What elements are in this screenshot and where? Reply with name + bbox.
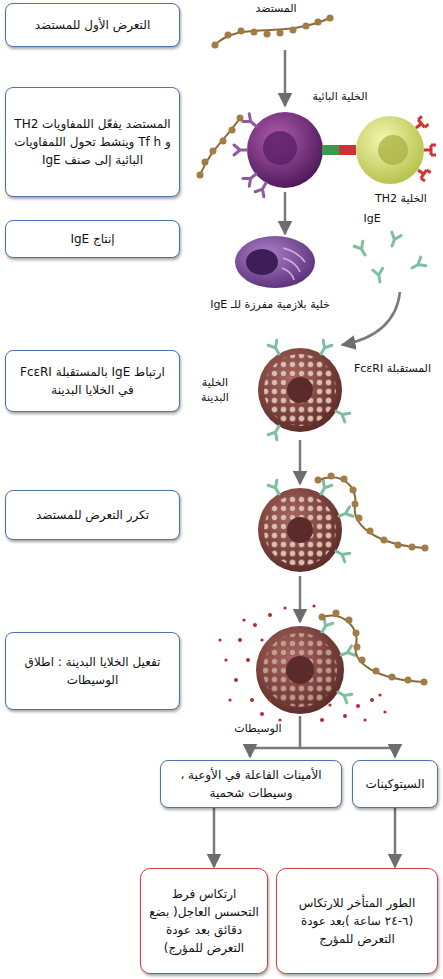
box-text: إنتاج IgE bbox=[70, 230, 114, 248]
flow-arrow bbox=[299, 440, 302, 484]
part-label: الخلية البدينة bbox=[186, 376, 244, 406]
mast-cell bbox=[258, 480, 353, 572]
text-wrap: ارتكاس فرط التحسس العاجل( بضع دقائق بعد … bbox=[148, 885, 260, 957]
flow-arrow bbox=[284, 50, 287, 106]
mast-cell bbox=[258, 340, 350, 440]
part-label: الوسيطات bbox=[226, 722, 290, 737]
text-wrap: تكرر التعرض للمستضد bbox=[36, 506, 149, 524]
process-box: تفعيل الخلايا البدينة : اطلاق الوسيطات bbox=[5, 632, 180, 710]
b-cell bbox=[234, 112, 323, 197]
text-wrap: الأمينات الفاعلة في الأوعية ، وسيطات شحم… bbox=[168, 766, 334, 802]
process-box: ارتباط IgE بالمستقبلة FcεRI في الخلايا ا… bbox=[5, 350, 180, 412]
text-wrap: المستضد يفعّل اللمفاويات TH2 و Tf h وينش… bbox=[13, 115, 172, 169]
process-box: تكرر التعرض للمستضد bbox=[5, 490, 180, 540]
text-wrap: تفعيل الخلايا البدينة : اطلاق الوسيطات bbox=[13, 653, 172, 689]
part-label: المستقبلة FcεRI bbox=[350, 362, 435, 377]
process-box: الأمينات الفاعلة في الأوعية ، وسيطات شحم… bbox=[160, 760, 342, 808]
flow-arrow bbox=[299, 576, 302, 622]
part-label: خلية بلازمية مفرزة للـ IgE bbox=[185, 298, 355, 313]
process-box: المستضد يفعّل اللمفاويات TH2 و Tf h وينش… bbox=[5, 87, 180, 197]
outcome-box: الطور المتأخر للارتكاس (٦-٢٤ ساعة )بعد ع… bbox=[276, 868, 438, 974]
box-text: تفعيل الخلايا البدينة : اطلاق الوسيطات bbox=[13, 653, 172, 689]
antigen-chain bbox=[315, 473, 429, 552]
ige-antibodies bbox=[354, 232, 426, 283]
box-text: ارتباط IgE بالمستقبلة FcεRI في الخلايا ا… bbox=[13, 363, 172, 399]
text-wrap: إنتاج IgE bbox=[70, 230, 114, 248]
text-wrap: السيتوكينات bbox=[365, 775, 424, 793]
box-text: ارتكاس فرط التحسس العاجل( بضع دقائق بعد … bbox=[148, 885, 260, 957]
text-wrap: التعرض الأول للمستضد bbox=[35, 16, 150, 34]
outcome-box: ارتكاس فرط التحسس العاجل( بضع دقائق بعد … bbox=[140, 868, 268, 974]
text-wrap: الطور المتأخر للارتكاس (٦-٢٤ ساعة )بعد ع… bbox=[284, 894, 430, 948]
plasma-cell bbox=[235, 236, 315, 288]
box-text: الطور المتأخر للارتكاس (٦-٢٤ ساعة )بعد ع… bbox=[284, 894, 430, 948]
process-box: السيتوكينات bbox=[352, 760, 438, 808]
box-text: التعرض الأول للمستضد bbox=[35, 16, 150, 34]
th2-cell bbox=[356, 116, 436, 184]
part-label: الخلية TH2 bbox=[362, 192, 440, 207]
flow-connector bbox=[213, 808, 216, 867]
box-text: السيتوكينات bbox=[365, 775, 424, 793]
flow-connector bbox=[394, 808, 397, 867]
text-wrap: ارتباط IgE بالمستقبلة FcεRI في الخلايا ا… bbox=[13, 363, 172, 399]
flow-arrow bbox=[284, 192, 287, 234]
box-text: المستضد يفعّل اللمفاويات TH2 و Tf h وينش… bbox=[13, 115, 172, 169]
box-text: الأمينات الفاعلة في الأوعية ، وسيطات شحم… bbox=[168, 766, 334, 802]
antigen-chain bbox=[212, 15, 334, 49]
part-label: المستضد bbox=[245, 2, 307, 17]
activated-mast-cell bbox=[256, 610, 428, 715]
mediator-dots bbox=[218, 604, 386, 722]
part-label: IgE bbox=[352, 212, 392, 227]
part-label: الخلية البائية bbox=[298, 90, 382, 105]
box-text: تكرر التعرض للمستضد bbox=[36, 506, 149, 524]
process-box: التعرض الأول للمستضد bbox=[5, 3, 180, 47]
process-box: إنتاج IgE bbox=[5, 220, 180, 258]
mhc-tcr-contact bbox=[322, 145, 356, 155]
